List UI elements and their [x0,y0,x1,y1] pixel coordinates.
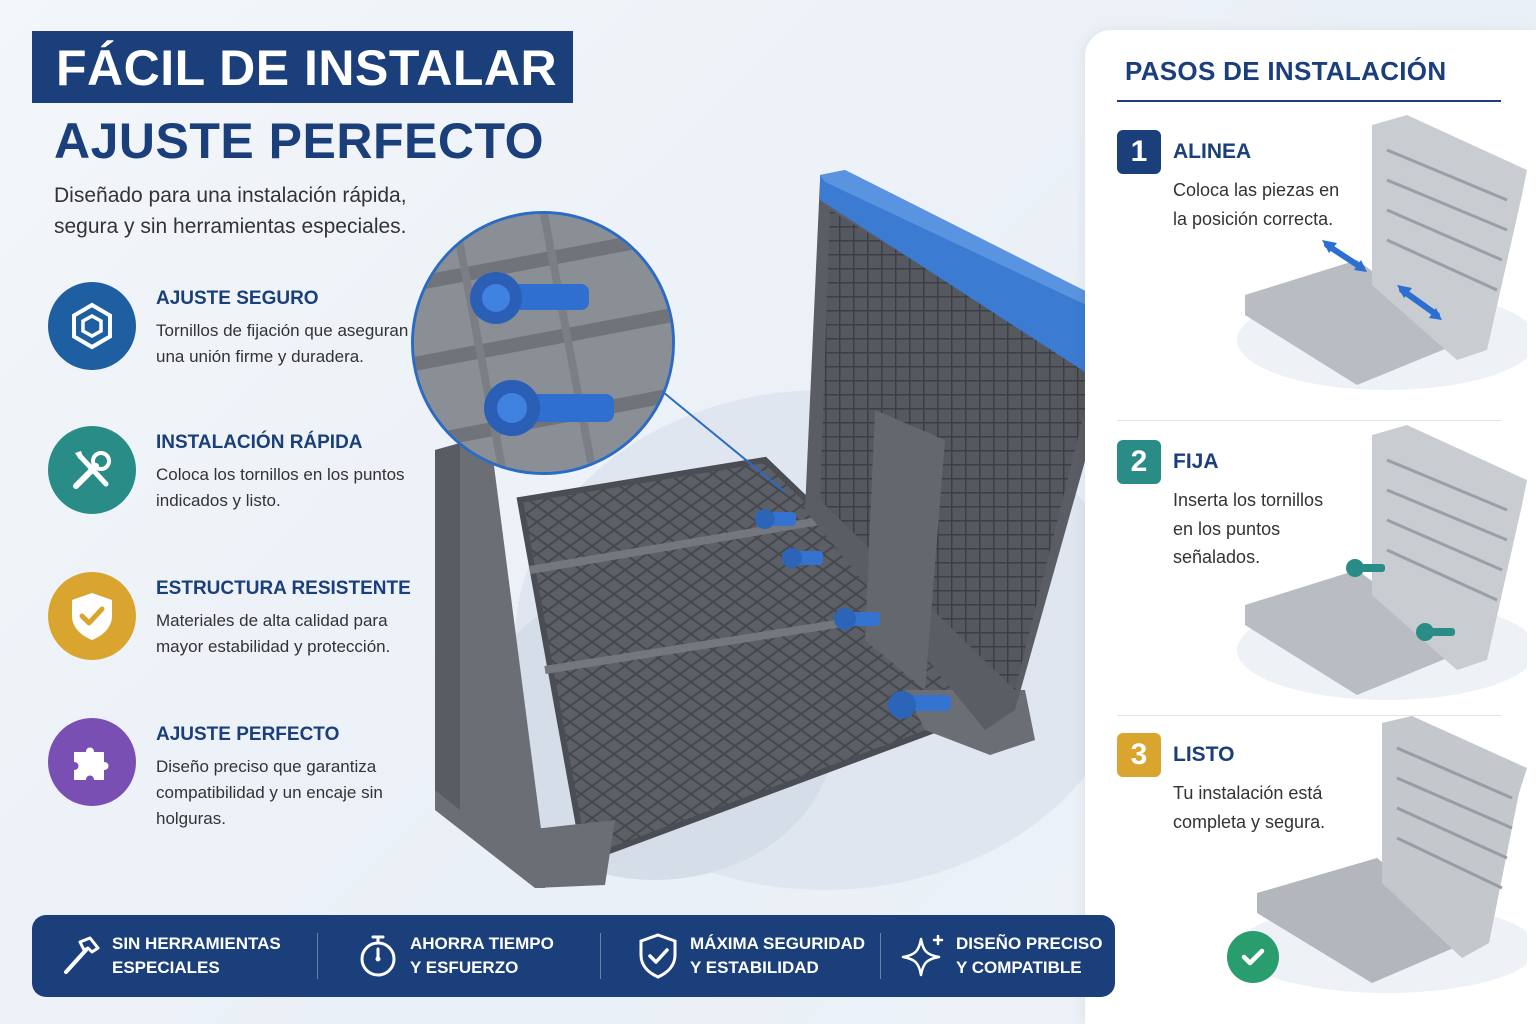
main-title: FÁCIL DE INSTALAR [56,40,558,96]
tools-icon [48,426,136,514]
feature-ajuste-perfecto: AJUSTE PERFECTO Diseño preciso que garan… [48,718,428,828]
subtitle: AJUSTE PERFECTO [54,113,544,169]
steps-title: PASOS DE INSTALACIÓN [1125,56,1447,86]
benefits-bar: SIN HERRAMIENTAS ESPECIALES AHORRA TIEMP… [32,915,1115,997]
step-divider [1117,420,1501,421]
step-desc: Coloca las piezas en la posición correct… [1173,180,1340,229]
step-illustration [1237,425,1527,700]
screw-icon [755,509,796,529]
feature-desc: Materiales de alta calidad para mayor es… [156,611,391,656]
screw-icon [782,548,823,568]
benefit-separator [317,933,318,979]
steps-divider [1117,100,1501,102]
sparkle-icon [896,928,952,984]
screw-icon [1346,559,1385,577]
benefit-text: DISEÑO PRECISO Y COMPATIBLE [956,934,1103,977]
feature-title: AJUSTE PERFECTO [156,724,340,745]
main-title-banner: FÁCIL DE INSTALAR [32,31,573,103]
intro-text: Diseñado para una instalación rápida, se… [54,184,407,238]
feature-title: INSTALACIÓN RÁPIDA [156,432,363,453]
step-title: LISTO [1173,743,1235,766]
step-alinea: 1 ALINEA Coloca las piezas en la posició… [1117,115,1527,420]
step-illustration [1237,115,1527,390]
steps-panel: PASOS DE INSTALACIÓN 1 ALINEA Coloca las… [1085,30,1536,1024]
benefit-text: MÁXIMA SEGURIDAD Y ESTABILIDAD [690,934,866,977]
step-desc: Tu instalación está completa y segura. [1173,783,1326,832]
feature-title: ESTRUCTURA RESISTENTE [156,578,411,599]
benefit-separator [880,933,881,979]
feature-ajuste-seguro: AJUSTE SEGURO Tornillos de fijación que … [48,282,428,392]
feature-estructura-resistente: ESTRUCTURA RESISTENTE Materiales de alta… [48,572,428,682]
screw-icon [834,608,880,630]
stopwatch-icon [350,928,406,984]
step-fija: 2 FIJA Inserta los tornillos en los punt… [1117,425,1527,720]
screw-icon [470,272,589,324]
step-number: 3 [1117,733,1161,777]
step-divider [1117,715,1501,716]
feature-desc: Tornillos de fijación que aseguran una u… [156,321,409,366]
step-desc: Inserta los tornillos en los puntos seña… [1173,490,1324,567]
hammer-icon [52,928,108,984]
screw-zoom-detail [411,211,675,475]
shield-check-icon [630,928,686,984]
feature-desc: Coloca los tornillos en los puntos indic… [156,465,405,510]
benefit-separator [600,933,601,979]
hexagon-nut-icon [48,282,136,370]
feature-title: AJUSTE SEGURO [156,288,319,309]
step-illustration [1237,716,1527,993]
rack-illustration [435,170,1143,890]
step-listo: 3 LISTO Tu instalación está completa y s… [1117,716,1527,1013]
benefit-text: SIN HERRAMIENTAS ESPECIALES [112,934,281,977]
puzzle-icon [48,718,136,806]
step-title: ALINEA [1173,140,1252,163]
feature-instalacion-rapida: INSTALACIÓN RÁPIDA Coloca los tornillos … [48,426,428,536]
feature-desc: Diseño preciso que garantiza compatibili… [156,757,383,828]
step-title: FIJA [1173,450,1219,473]
benefit-text: AHORRA TIEMPO Y ESFUERZO [410,934,554,977]
screw-icon [1416,623,1455,641]
shield-check-icon [48,572,136,660]
step-number: 1 [1117,130,1161,174]
screw-icon [888,691,951,719]
screw-icon [484,380,614,436]
step-number: 2 [1117,440,1161,484]
check-circle-icon [1227,931,1279,983]
